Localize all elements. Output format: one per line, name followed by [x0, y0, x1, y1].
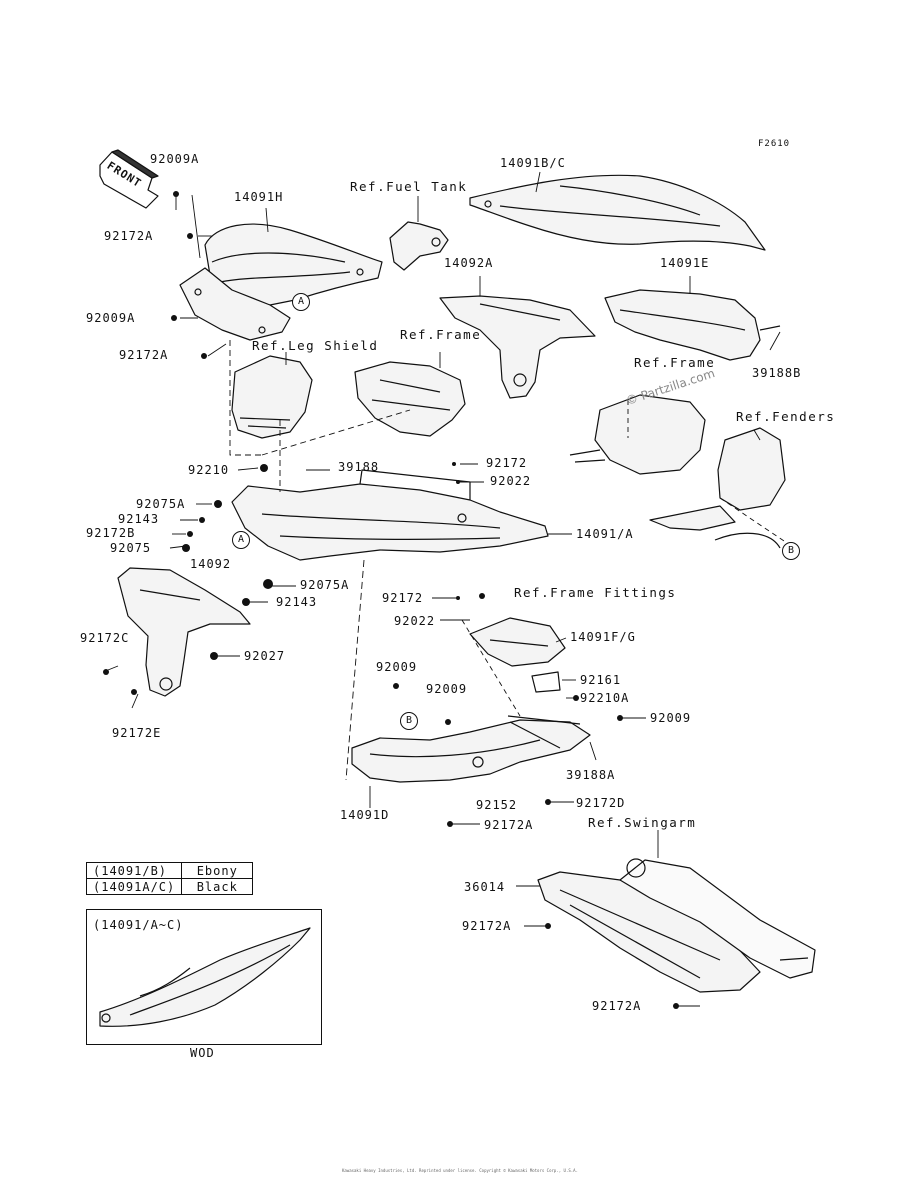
label-92022-lower: 92022 [394, 614, 436, 628]
table-row: (14091A/C) Black [85, 878, 254, 895]
wod-caption: WOD [190, 1046, 215, 1060]
label-39188: 39188 [338, 460, 380, 474]
callout-a-2: A [232, 531, 250, 549]
label-92172A-bottom: 92172A [484, 818, 534, 832]
cover-14091BC [469, 174, 766, 251]
frame-part [354, 361, 466, 437]
ref-swingarm: Ref.Swingarm [588, 815, 697, 830]
callout-b-2: B [782, 542, 800, 560]
label-92172C: 92172C [80, 631, 130, 645]
swingarm-part [619, 858, 816, 979]
label-14091A: 14091/A [576, 527, 634, 541]
label-92210: 92210 [188, 463, 230, 477]
color-table-part: (14091/B) [85, 862, 183, 879]
label-39188B: 39188B [752, 366, 802, 380]
label-92009-b: 92009 [426, 682, 468, 696]
label-14091E: 14091E [660, 256, 710, 270]
bracket-14092 [117, 567, 251, 697]
label-14092: 14092 [190, 557, 232, 571]
bracket-left [179, 267, 291, 341]
label-92172-lower: 92172 [382, 591, 424, 605]
label-92172A-sw1: 92172A [462, 919, 512, 933]
leg-shield-part [231, 355, 313, 439]
cover-14091D [351, 715, 591, 783]
ref-fenders: Ref.Fenders [736, 409, 836, 424]
front-arrow-icon [99, 149, 159, 209]
label-14091D: 14091D [340, 808, 390, 822]
fuel-tank-bracket [389, 221, 449, 271]
label-92172B: 92172B [86, 526, 136, 540]
label-36014: 36014 [464, 880, 506, 894]
color-table-part: (14091A/C) [85, 878, 183, 895]
label-92143: 92143 [118, 512, 160, 526]
callout-a-1: A [292, 293, 310, 311]
label-14091BC: 14091B/C [500, 156, 566, 170]
label-92172E: 92172E [112, 726, 162, 740]
ref-fuel-tank: Ref.Fuel Tank [350, 179, 468, 194]
label-92009A-top: 92009A [150, 152, 200, 166]
label-92009A-mid: 92009A [86, 311, 136, 325]
leader-lines [107, 171, 791, 1007]
callout-b-1: B [400, 712, 418, 730]
ref-leg-shield: Ref.Leg Shield [252, 338, 379, 353]
color-table-color: Ebony [181, 862, 254, 879]
cover-14091FG [469, 617, 566, 693]
label-39188A: 39188A [566, 768, 616, 782]
label-92143-b: 92143 [276, 595, 318, 609]
label-92027: 92027 [244, 649, 286, 663]
wod-inset-box: (14091/A~C) [86, 909, 322, 1045]
label-92172D: 92172D [576, 796, 626, 810]
label-92009-a: 92009 [376, 660, 418, 674]
label-92172-upper: 92172 [486, 456, 528, 470]
label-92075A-b: 92075A [300, 578, 350, 592]
wod-box-title: (14091/A~C) [93, 918, 184, 932]
ref-frame-2: Ref.Frame [634, 355, 716, 370]
table-row: (14091/B) Ebony [85, 862, 254, 879]
frame-right-part [569, 394, 706, 475]
label-92172A-mid: 92172A [119, 348, 169, 362]
label-92075: 92075 [110, 541, 152, 555]
diagram-code: F2610 [758, 139, 791, 149]
label-92161: 92161 [580, 673, 622, 687]
label-92152: 92152 [476, 798, 518, 812]
label-92022-upper: 92022 [490, 474, 532, 488]
label-92172A-sw2: 92172A [592, 999, 642, 1013]
label-14091FG: 14091F/G [570, 630, 636, 644]
cover-14091E [604, 289, 781, 361]
label-92075A: 92075A [136, 497, 186, 511]
ref-frame-fittings: Ref.Frame Fittings [514, 585, 677, 600]
label-92172A-top: 92172A [104, 229, 154, 243]
label-92009-c: 92009 [650, 711, 692, 725]
label-14091H: 14091H [234, 190, 284, 204]
label-92210A: 92210A [580, 691, 630, 705]
ref-frame: Ref.Frame [400, 327, 482, 342]
cover-14091A [231, 469, 549, 561]
bracket-14092A [439, 295, 596, 399]
color-table-color: Black [181, 878, 254, 895]
label-14092A: 14092A [444, 256, 494, 270]
color-table: (14091/B) Ebony (14091A/C) Black [85, 862, 254, 895]
fasteners [103, 191, 679, 1009]
footer-copyright: Kawasaki Heavy Industries, Ltd. Reprinte… [341, 1168, 578, 1173]
fenders-part [649, 427, 786, 549]
wod-side-cover [99, 927, 311, 1027]
